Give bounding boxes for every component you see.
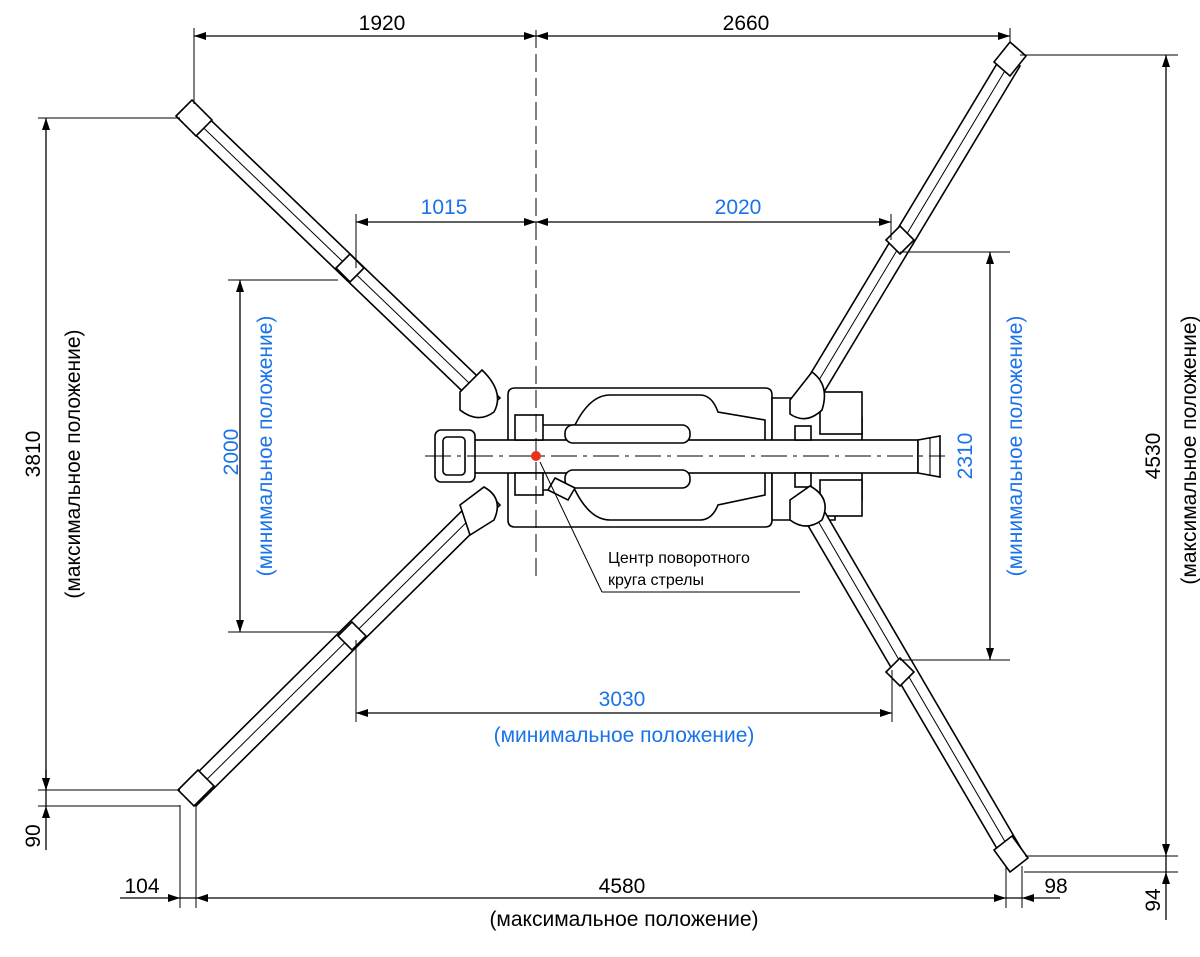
dim-4530-note: (максимальное положение): [1178, 315, 1200, 584]
outrigger-top-right: [789, 40, 1028, 420]
rotation-center-point: [531, 451, 541, 461]
callout-line-2: круга стрелы: [608, 572, 704, 589]
dim-3810-note: (максимальное положение): [62, 329, 85, 598]
callout-line-1: Центр поворотного: [608, 550, 750, 567]
dim-98-label: 98: [1044, 875, 1067, 898]
dim-3030-label: 3030: [599, 688, 646, 711]
dim-2310-note: (минимальное положение): [1004, 316, 1027, 577]
dim-right-max: [1020, 54, 1178, 857]
dim-94-label: 94: [1142, 888, 1165, 912]
center-callout-leader: [539, 461, 800, 593]
dim-1015-label: 1015: [421, 196, 468, 219]
dim-inner-top: [355, 214, 892, 268]
dim-1920-label: 1920: [359, 12, 406, 35]
dim-90-label: 90: [22, 824, 45, 847]
outrigger-bottom-left: [176, 486, 502, 808]
dim-2020-label: 2020: [715, 196, 762, 219]
dim-top: [193, 28, 1011, 104]
dim-offset-90: [38, 770, 180, 850]
dim-offset-94: [1024, 856, 1178, 920]
dim-left-min: [228, 279, 340, 633]
dim-bottom-min: [355, 640, 893, 722]
dim-left-max: [38, 117, 180, 791]
dim-3810-label: 3810: [22, 431, 45, 478]
dim-2310-label: 2310: [954, 433, 977, 480]
center-lines: [425, 30, 945, 578]
dim-3030-note: (минимальное положение): [494, 724, 755, 747]
dim-4580-note: (максимальное положение): [489, 908, 758, 931]
dim-4530-label: 4530: [1142, 433, 1165, 480]
dim-4580-label: 4580: [599, 875, 646, 898]
dim-104-label: 104: [124, 875, 159, 898]
dim-2660-label: 2660: [723, 12, 770, 35]
dim-right-min: [900, 251, 1010, 661]
dim-2000-note: (минимальное положение): [254, 316, 277, 577]
outrigger-top-left: [174, 98, 502, 419]
outrigger-bottom-right: [789, 485, 1030, 874]
machine-body: [434, 387, 941, 528]
dim-2000-label: 2000: [220, 429, 243, 476]
dim-bottom-max: [120, 805, 1060, 908]
